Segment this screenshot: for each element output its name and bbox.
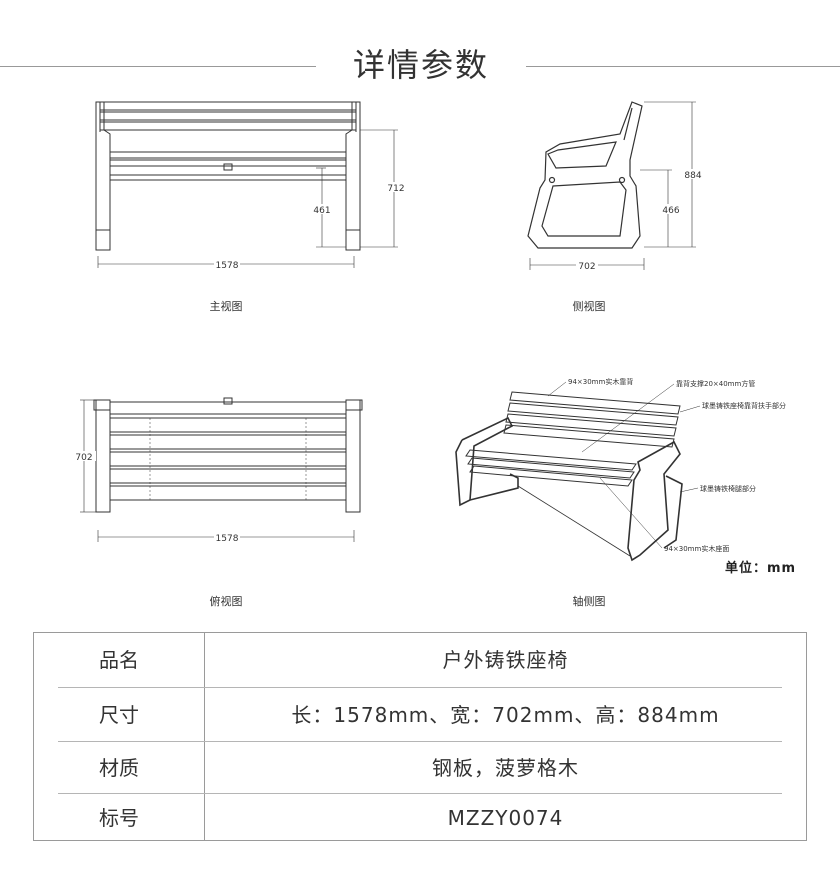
axis-label-seat: 94×30mm实木座面 [664, 544, 729, 553]
spec-row-material: 材质 钢板，菠萝格木 [34, 742, 806, 794]
spec-row-code: 标号 MZZY0074 [34, 792, 806, 844]
spec-value: MZZY0074 [447, 806, 564, 830]
side-height-total-label: 884 [684, 171, 701, 181]
top-view-drawing [93, 397, 363, 513]
header-rule-left [0, 66, 316, 67]
axis-label-armrest: 球墨铸铁座椅靠背扶手部分 [702, 401, 786, 410]
unit-label: 单位：mm [725, 561, 797, 576]
spec-value: 钢板，菠萝格木 [432, 756, 579, 780]
row-divider [58, 793, 782, 794]
page-title: 详情参数 [352, 46, 489, 84]
top-view-dimensions [80, 399, 355, 542]
row-divider [58, 741, 782, 742]
axis-label-support: 靠背支撑20×40mm方管 [676, 379, 755, 388]
spec-key: 品名 [99, 648, 139, 672]
top-width-label: 1578 [216, 534, 239, 544]
spec-value: 户外铸铁座椅 [442, 648, 569, 672]
caption-top-view: 俯视图 [209, 595, 243, 608]
top-depth-label: 702 [75, 453, 92, 463]
side-view-drawing [527, 101, 643, 249]
caption-side-view: 侧视图 [572, 300, 606, 313]
spec-row-size: 尺寸 长：1578mm、宽：702mm、高：884mm [34, 689, 806, 741]
axonometric-drawing [455, 381, 701, 562]
side-height-seat-label: 466 [662, 206, 679, 216]
spec-key: 尺寸 [99, 703, 139, 727]
section-header: 详情参数 [0, 36, 840, 92]
front-view-drawing [95, 101, 398, 268]
caption-front-view: 主视图 [209, 300, 243, 313]
row-divider [58, 687, 782, 688]
spec-key: 标号 [99, 806, 139, 830]
spec-key: 材质 [99, 756, 139, 780]
side-width-label: 702 [578, 262, 595, 272]
front-height-total-label: 712 [387, 184, 404, 194]
front-width-label: 1578 [216, 261, 239, 271]
header-rule-right [526, 66, 840, 67]
spec-value: 长：1578mm、宽：702mm、高：884mm [291, 703, 720, 727]
spec-row-name: 品名 户外铸铁座椅 [34, 634, 806, 686]
spec-table: 品名 户外铸铁座椅 尺寸 长：1578mm、宽：702mm、高：884mm 材质… [33, 632, 807, 841]
axis-label-backrest: 94×30mm实木靠背 [568, 377, 633, 386]
technical-drawings: 1578 712 461 884 466 702 [75, 101, 786, 562]
front-height-seat-label: 461 [313, 206, 330, 216]
spec-column-divider [204, 633, 205, 840]
axis-label-leg: 球墨铸铁椅腿部分 [700, 484, 756, 493]
caption-axonometric-view: 轴侧图 [572, 595, 606, 608]
